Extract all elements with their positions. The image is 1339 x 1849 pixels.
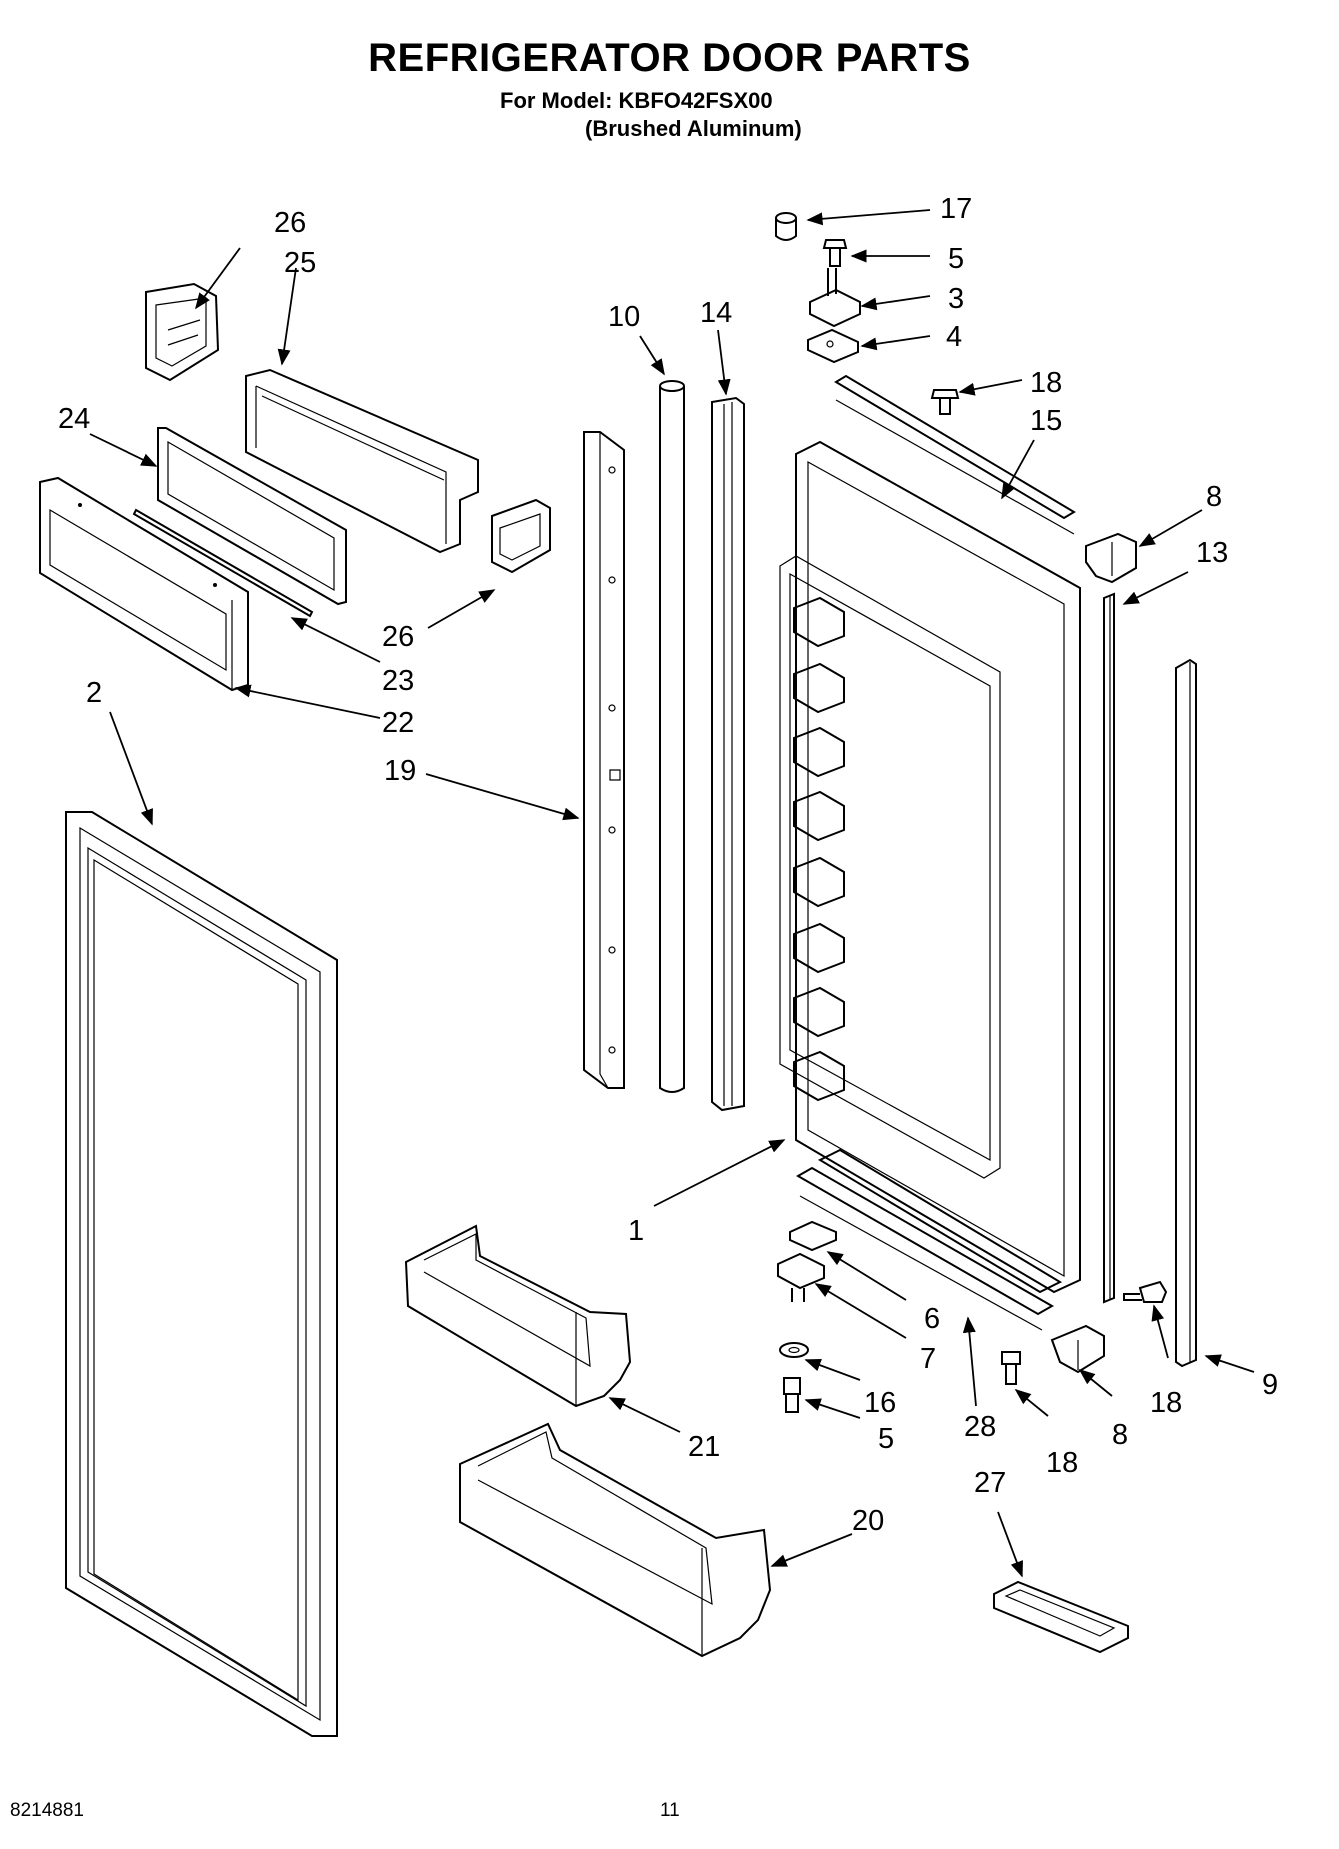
part-1-door-liner: [779, 440, 1081, 1294]
part-21-door-bin-small: [404, 1224, 632, 1408]
model-number: For Model: KBFO42FSX00: [500, 88, 773, 113]
callout-18: 18: [1030, 367, 1062, 399]
part-18-screw-bottom-a: [1001, 1351, 1021, 1385]
callout-26: 26: [382, 621, 414, 653]
callout-5: 5: [948, 243, 964, 275]
part-10-rod: [659, 380, 685, 1093]
callout-8: 8: [1206, 481, 1222, 513]
callout-17: 17: [940, 193, 972, 225]
part-9-side-trim: [1175, 658, 1197, 1368]
callout-25: 25: [284, 247, 316, 279]
part-2-door-panel: [65, 811, 338, 1737]
callout-27: 27: [974, 1467, 1006, 1499]
callout-20: 20: [852, 1505, 884, 1537]
part-22-trim-panel: [39, 476, 249, 692]
part-19-channel: [583, 431, 625, 1089]
callout-22: 22: [382, 707, 414, 739]
page-title: REFRIGERATOR DOOR PARTS: [368, 36, 971, 80]
part-26-end-cap-lower: [491, 498, 551, 574]
part-26-end-cap-upper: [145, 282, 220, 382]
page-number: 11: [660, 1800, 680, 1821]
callout-18: 18: [1150, 1387, 1182, 1419]
part-25-bin: [245, 368, 479, 554]
part-3-hinge-top: [809, 268, 861, 328]
model-finish: (Brushed Aluminum): [585, 116, 802, 141]
part-15-top-strip: [834, 374, 1076, 520]
part-7-hinge-bottom: [777, 1252, 825, 1302]
part-14-gasket-strip: [711, 396, 745, 1112]
part-17-bushing: [775, 212, 797, 241]
callout-8: 8: [1112, 1419, 1128, 1451]
part-8-bracket-lower: [1050, 1324, 1105, 1374]
part-5-screw-bottom: [783, 1377, 801, 1413]
part-8-bracket-upper: [1085, 532, 1137, 584]
part-18-screw-top: [930, 389, 960, 415]
callout-24: 24: [58, 403, 90, 435]
callout-21: 21: [688, 1431, 720, 1463]
callout-14: 14: [700, 297, 732, 329]
callout-10: 10: [608, 301, 640, 333]
part-20-door-bin-large: [459, 1422, 772, 1658]
part-4-hinge-shim: [807, 328, 859, 364]
part-13-side-rail: [1103, 592, 1115, 1304]
callout-16: 16: [864, 1387, 896, 1419]
part-6-hinge-shim-bottom: [789, 1220, 837, 1252]
part-24-frame: [157, 427, 347, 606]
part-5-screw-top: [822, 239, 848, 267]
callout-23: 23: [382, 665, 414, 697]
callout-9: 9: [1262, 1369, 1278, 1401]
callout-19: 19: [384, 755, 416, 787]
callout-5: 5: [878, 1423, 894, 1455]
callout-15: 15: [1030, 405, 1062, 437]
callout-1: 1: [628, 1215, 644, 1247]
part-27-tray: [993, 1580, 1129, 1654]
document-number: 8214881: [10, 1800, 84, 1821]
part-28-bottom-strip: [795, 1166, 1055, 1316]
callout-labels: 17 5 3 4 18 15 8 13 10 14 26 25 24 26 23…: [58, 193, 1278, 1537]
callout-13: 13: [1196, 537, 1228, 569]
callout-26: 26: [274, 207, 306, 239]
part-18-screw-bottom-b: [1123, 1280, 1168, 1303]
callout-4: 4: [946, 321, 962, 353]
part-23-strip: [132, 508, 314, 618]
callout-3: 3: [948, 283, 964, 315]
leader-lines: [89, 209, 1255, 1578]
callout-18: 18: [1046, 1447, 1078, 1479]
part-16-washer: [779, 1342, 809, 1358]
callout-7: 7: [920, 1343, 936, 1375]
callout-28: 28: [964, 1411, 996, 1443]
callout-2: 2: [86, 677, 102, 709]
callout-6: 6: [924, 1303, 940, 1335]
